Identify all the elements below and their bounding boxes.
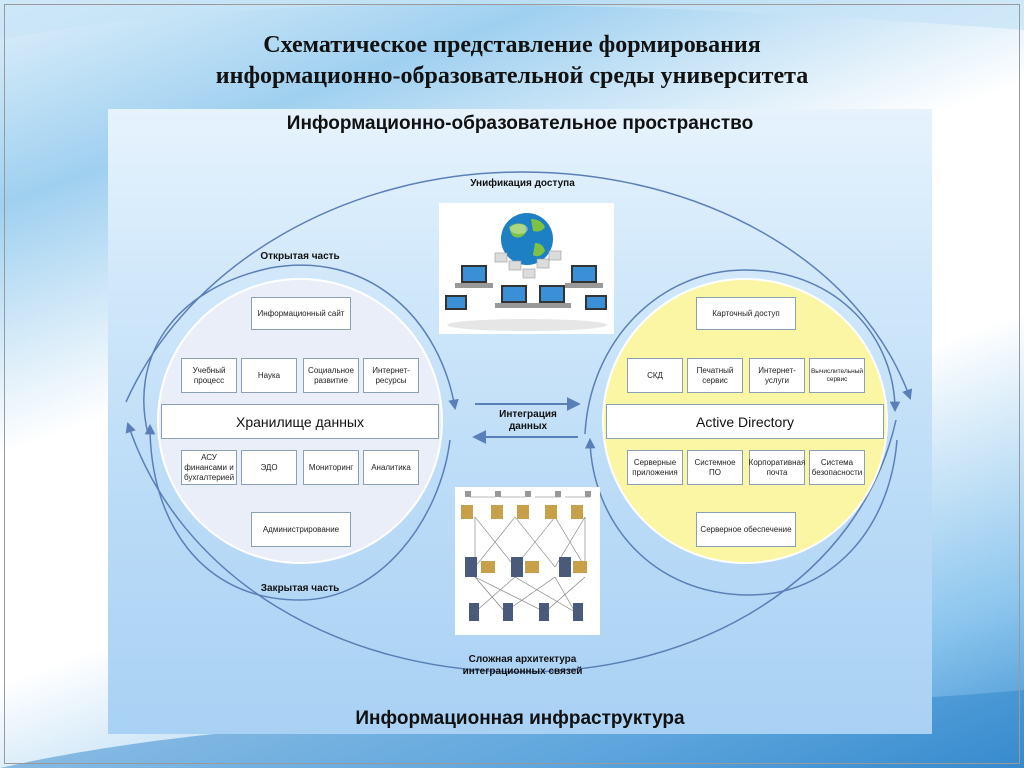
right-lower-box-4: Система безопасности	[809, 450, 865, 485]
inner-arc-top-left	[143, 264, 459, 435]
label-access-unification: Унификация доступа	[470, 178, 575, 189]
slide-border	[4, 4, 1020, 764]
left-lower-box-2: ЭДО	[241, 450, 297, 485]
right-upper-box-2: Печатный сервис	[687, 358, 743, 393]
left-lower-box-1: АСУ финансами и бухгалтерией	[181, 450, 237, 485]
right-lower-box-3: Корпоративная почта	[749, 450, 805, 485]
outer-arc-bottom	[125, 419, 897, 673]
panel-bottom-title: Информационная инфраструктура	[355, 708, 685, 729]
right-upper-box-3: Интернет-услуги	[749, 358, 805, 393]
label-data-integration-line1: Интеграция	[499, 409, 557, 420]
inner-arc-bottom-right	[584, 437, 898, 596]
panel-top-title: Информационно-образовательное пространст…	[286, 113, 754, 134]
left-upper-box-1: Учебный процесс	[181, 358, 237, 393]
label-complex-architecture-line2: интеграционных связей	[462, 666, 583, 677]
globe-network-icon	[439, 203, 614, 334]
right-top-box: Карточный доступ	[696, 297, 796, 330]
left-lower-box-3: Мониторинг	[303, 450, 359, 485]
right-lower-box-2: Системное ПО	[687, 450, 743, 485]
right-bottom-box: Серверное обеспечение	[696, 512, 796, 547]
label-complex-architecture: Сложная архитектура интеграционных связе…	[430, 654, 615, 678]
server-architecture-icon	[455, 487, 600, 635]
inner-arc-top-right	[584, 269, 901, 435]
right-lower-box-1: Серверные приложения	[627, 450, 683, 485]
inner-arc-bottom-left	[144, 423, 451, 601]
label-closed-part: Закрытая часть	[260, 583, 340, 594]
label-complex-architecture-line1: Сложная архитектура	[468, 654, 577, 665]
slide-title-line1: Схематическое представление формирования	[263, 32, 761, 58]
left-upper-box-2: Наука	[241, 358, 297, 393]
left-bottom-box: Администрирование	[251, 512, 351, 547]
slide-title: Схематическое представление формирования…	[100, 30, 924, 92]
label-data-integration-line2: данных	[508, 421, 548, 432]
left-upper-box-3: Социальное развитие	[303, 358, 359, 393]
right-upper-box-4: Вычислительный сервис	[809, 358, 865, 393]
left-top-box: Информационный сайт	[251, 297, 351, 330]
left-lower-box-4: Аналитика	[363, 450, 419, 485]
active-directory-bar: Active Directory	[606, 404, 884, 439]
slide-title-line2: информационно-образовательной среды унив…	[215, 63, 809, 89]
outer-arc-top	[125, 171, 913, 403]
left-upper-box-4: Интернет-ресурсы	[363, 358, 419, 393]
right-upper-box-1: СКД	[627, 358, 683, 393]
data-warehouse-bar: Хранилище данных	[161, 404, 439, 439]
label-data-integration: Интеграция данных	[478, 409, 578, 433]
label-open-part: Открытая часть	[260, 251, 340, 262]
